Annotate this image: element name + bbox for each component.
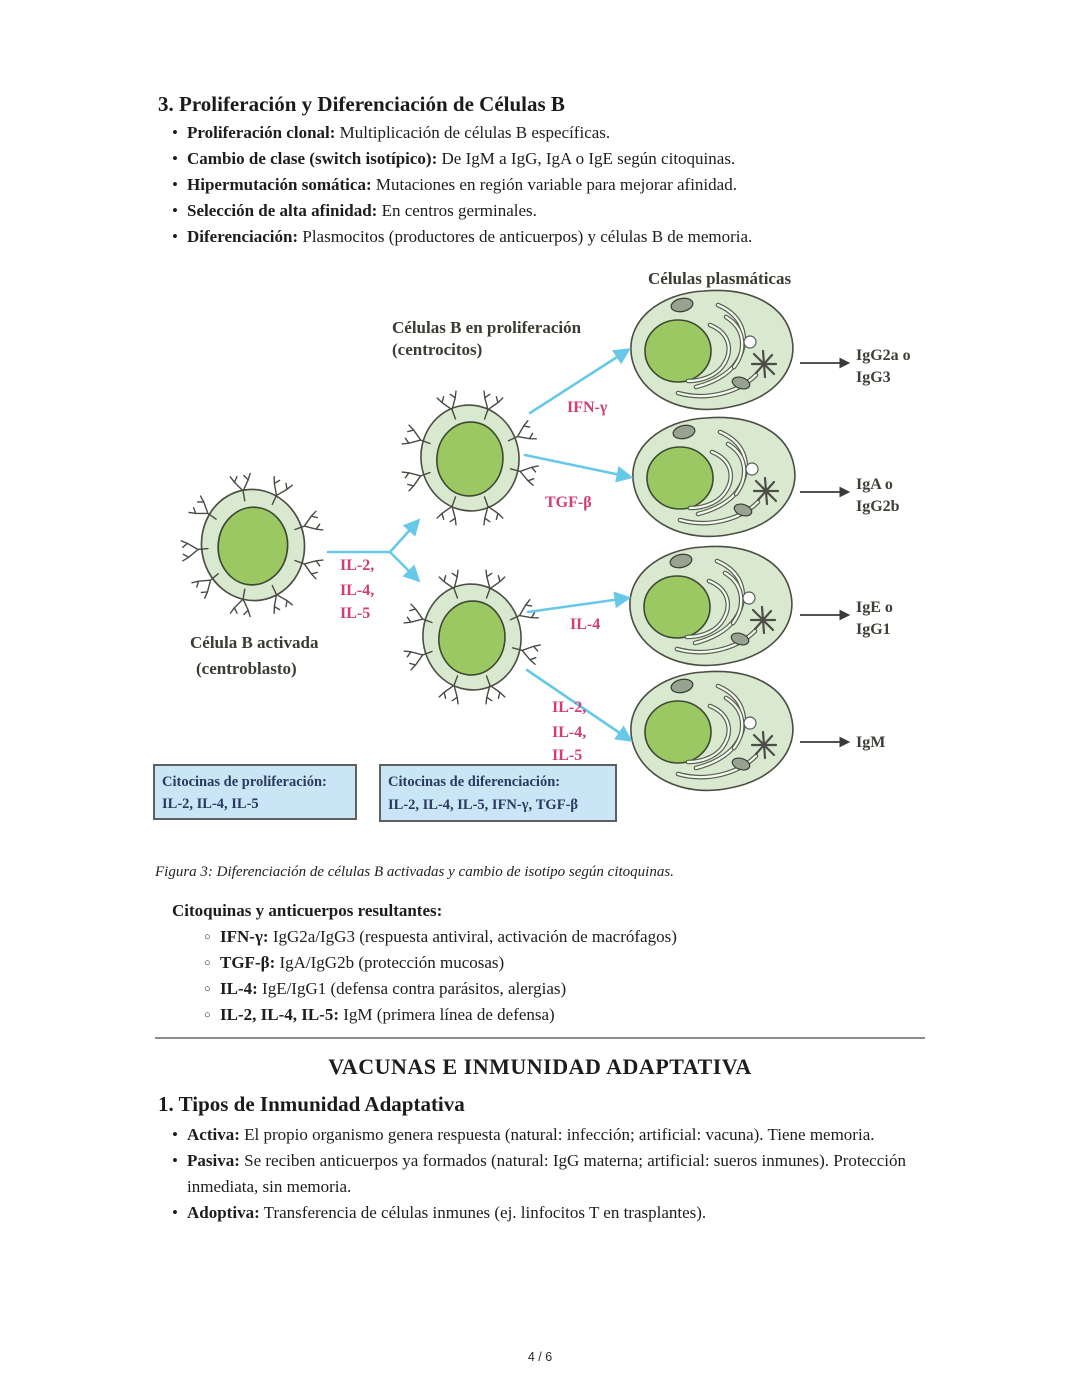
- list-item: Pasiva: Se reciben anticuerpos ya formad…: [172, 1148, 917, 1200]
- proliferating-cells-label-line2: (centrocitos): [392, 340, 482, 359]
- tgf-arrow: [523, 453, 634, 483]
- list-item: IFN-γ: IgG2a/IgG3 (respuesta antiviral, …: [204, 924, 932, 950]
- vaccines-bullet-list: Activa: El propio organismo genera respu…: [172, 1122, 917, 1226]
- il4-arrow: [526, 591, 632, 614]
- vaccines-section-title: VACUNAS E INMUNIDAD ADAPTATIVA: [328, 1054, 752, 1079]
- bullet-text: Transferencia de células inmunes (ej. li…: [259, 1203, 707, 1222]
- box1-line2: IL-2, IL-4, IL-5: [162, 796, 259, 812]
- ig-label-4: IgM: [856, 734, 885, 751]
- section3-bullet-list: Proliferación clonal: Multiplicación de …: [172, 120, 932, 250]
- bullet-label: Selección de alta afinidad:: [187, 201, 378, 220]
- bullet-text: Plasmocitos (productores de anticuerpos)…: [298, 227, 753, 246]
- ig-label-2-line2: IgG2b: [856, 498, 900, 515]
- figure-caption: Figura 3: Diferenciación de células B ac…: [155, 864, 674, 880]
- bullet-text: Mutaciones en región variable para mejor…: [371, 175, 737, 194]
- proliferation-cytokines-box: Citocinas de proliferación: IL-2, IL-4, …: [153, 764, 357, 820]
- cytokines-main-list: Citoquinas y anticuerpos resultantes:: [172, 898, 932, 924]
- differentiation-cytokines-box: Citocinas de diferenciación: IL-2, IL-4,…: [379, 764, 617, 822]
- cytokines-block: Citoquinas y anticuerpos resultantes: IF…: [172, 898, 932, 1028]
- centrocyte-bottom: [403, 569, 541, 705]
- bullet-label: TGF-β:: [220, 953, 276, 972]
- list-item: Citoquinas y anticuerpos resultantes:: [172, 898, 932, 924]
- ig-label-2-line1: IgA o: [856, 476, 893, 493]
- ifn-label: IFN-γ: [567, 399, 608, 416]
- list-item: Activa: El propio organismo genera respu…: [172, 1122, 917, 1148]
- proliferation-arrow-down: [388, 550, 421, 583]
- tgf-label: TGF-β: [545, 494, 592, 511]
- bullet-text: IgG2a/IgG3 (respuesta antiviral, activac…: [268, 927, 677, 946]
- bullet-label: Cambio de clase (switch isotípico):: [187, 149, 438, 168]
- il4-label: IL-4: [570, 616, 600, 633]
- activated-cell-label-line2: (centroblasto): [196, 659, 297, 678]
- il-stack2-line3: IL-5: [552, 747, 582, 764]
- box2-line1: Citocinas de diferenciación:: [388, 774, 560, 790]
- ig-label-1-line1: IgG2a o: [856, 347, 911, 364]
- list-item: Cambio de clase (switch isotípico): De I…: [172, 146, 932, 172]
- list-item: IL-2, IL-4, IL-5: IgM (primera línea de …: [204, 1002, 932, 1028]
- list-item: Selección de alta afinidad: En centros g…: [172, 198, 932, 224]
- il-stack1-line3: IL-5: [340, 605, 370, 622]
- plasma-cell-2: [633, 417, 795, 536]
- list-item: Diferenciación: Plasmocitos (productores…: [172, 224, 932, 250]
- ifn-arrow: [528, 348, 631, 415]
- bullet-label: Proliferación clonal:: [187, 123, 336, 142]
- list-item: IL-4: IgE/IgG1 (defensa contra parásitos…: [204, 976, 932, 1002]
- il-stack2-line1: IL-2,: [552, 699, 586, 716]
- activated-cell-label-line1: Célula B activada: [190, 633, 319, 652]
- bullet-label: Adoptiva:: [187, 1203, 260, 1222]
- section3-heading: 3. Proliferación y Diferenciación de Cél…: [158, 92, 565, 116]
- b-cell-activated: [180, 472, 324, 618]
- list-item: Adoptiva: Transferencia de células inmun…: [172, 1200, 917, 1226]
- cytokines-sub-list: IFN-γ: IgG2a/IgG3 (respuesta antiviral, …: [204, 924, 932, 1028]
- proliferating-cells-label-line1: Células B en proliferación: [392, 318, 582, 337]
- bullet-text: IgA/IgG2b (protección mucosas): [275, 953, 505, 972]
- vaccines-heading: 1. Tipos de Inmunidad Adaptativa: [158, 1092, 465, 1116]
- ig-label-3-line1: IgE o: [856, 599, 893, 616]
- footer-page-number: 4 / 6: [527, 1350, 553, 1364]
- b-cell-differentiation-diagram: Células plasmáticas Células B en prolife…: [153, 269, 911, 822]
- bullet-text: IgM (primera línea de defensa): [339, 1005, 555, 1024]
- box1-line1: Citocinas de proliferación:: [162, 774, 327, 790]
- plasma-cell-3: [630, 546, 792, 665]
- plasma-cell-1: [631, 290, 793, 409]
- bullet-text: De IgM a IgG, IgA o IgE según citoquinas…: [437, 149, 736, 168]
- bullet-text: Multiplicación de células B específicas.: [335, 123, 611, 142]
- bullet-label: Pasiva:: [187, 1151, 240, 1170]
- list-item: Hipermutación somática: Mutaciones en re…: [172, 172, 932, 198]
- il245-arrow: [525, 668, 633, 742]
- bullet-text: IgE/IgG1 (defensa contra parásitos, aler…: [257, 979, 567, 998]
- bullet-label: Hipermutación somática:: [187, 175, 372, 194]
- plasma-cell-4: [631, 671, 793, 790]
- ig-label-3-line2: IgG1: [856, 621, 891, 638]
- b-cell-differentiation-figure: Células plasmáticas Células B en prolife…: [150, 262, 940, 859]
- bullet-text: Se reciben anticuerpos ya formados (natu…: [187, 1151, 906, 1196]
- bullet-label: Activa:: [187, 1125, 240, 1144]
- plasma-cells-label: Células plasmáticas: [648, 269, 791, 288]
- bullet-text: El propio organismo genera respuesta (na…: [239, 1125, 875, 1144]
- section-divider: [155, 1037, 925, 1039]
- bullet-text: En centros germinales.: [377, 201, 537, 220]
- bullet-label: Citoquinas y anticuerpos resultantes:: [172, 901, 443, 920]
- ig-label-1-line2: IgG3: [856, 369, 891, 386]
- il-stack2-line2: IL-4,: [552, 724, 586, 741]
- bullet-label: IFN-γ:: [220, 927, 269, 946]
- box2-line2: IL-2, IL-4, IL-5, IFN-γ, TGF-β: [388, 797, 578, 813]
- il-stack1-line2: IL-4,: [340, 582, 374, 599]
- bullet-label: Diferenciación:: [187, 227, 299, 246]
- bullet-label: IL-2, IL-4, IL-5:: [220, 1005, 340, 1024]
- centrocyte-top: [401, 390, 539, 526]
- list-item: Proliferación clonal: Multiplicación de …: [172, 120, 932, 146]
- proliferation-arrow-up: [388, 518, 421, 554]
- list-item: TGF-β: IgA/IgG2b (protección mucosas): [204, 950, 932, 976]
- il-stack1-line1: IL-2,: [340, 557, 374, 574]
- bullet-label: IL-4:: [220, 979, 258, 998]
